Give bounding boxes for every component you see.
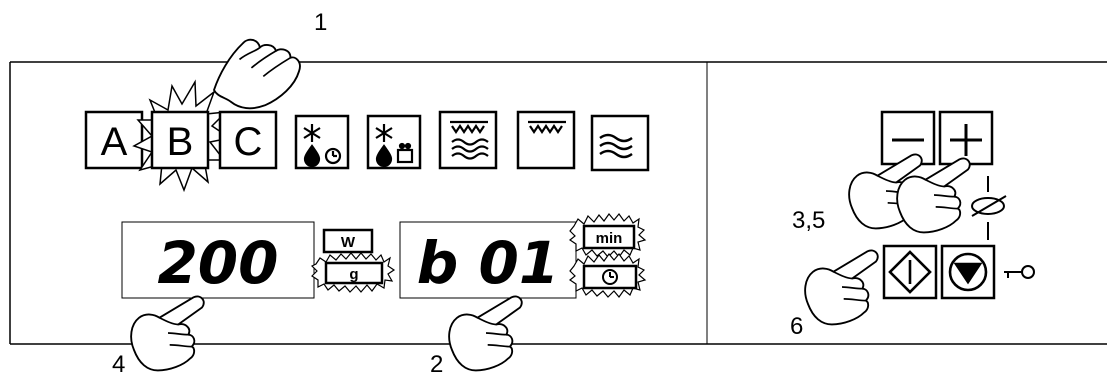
weight-power-display: 200 [122,222,314,298]
program-key-c-label: C [234,120,263,164]
plus-button[interactable] [940,112,992,164]
program-time-display: b 01 [400,222,576,298]
pointer-hand-4 [131,296,204,370]
program-time-value: b 01 [417,229,559,297]
defrost-by-weight-button[interactable] [368,116,420,168]
unit-clock-indicator [584,266,636,288]
microwave-button[interactable] [592,116,648,170]
link-symbol [972,176,1006,240]
unit-min-label: min [596,230,623,247]
callout-1: 1 [314,9,327,36]
weight-power-value: 200 [157,229,278,297]
pointer-hand-2 [449,296,522,370]
pointer-hand-1 [214,40,300,109]
program-key-a[interactable]: A [86,112,142,168]
stop-button[interactable] [942,246,994,298]
key-lock-icon [1004,266,1034,278]
unit-w-label: W [341,234,356,251]
unit-w-indicator: W [324,230,372,252]
unit-g-label: g [349,266,358,283]
callout-6: 6 [790,313,803,340]
program-key-c[interactable]: C [220,112,276,168]
grill-button[interactable] [518,112,574,168]
grill-microwave-button[interactable] [440,112,496,168]
program-key-b[interactable]: B [152,112,208,168]
defrost-by-time-button[interactable] [296,116,348,168]
unit-g-indicator: g [326,263,382,283]
start-button[interactable] [884,246,936,298]
program-key-a-label: A [101,120,128,164]
unit-min-indicator: min [584,226,634,248]
callout-2: 2 [430,351,443,373]
callout-4: 4 [112,351,125,373]
callout-3-5: 3,5 [792,207,825,234]
program-key-b-label: B [167,120,194,164]
pointer-hand-6 [805,250,878,324]
minus-button[interactable] [882,112,934,164]
